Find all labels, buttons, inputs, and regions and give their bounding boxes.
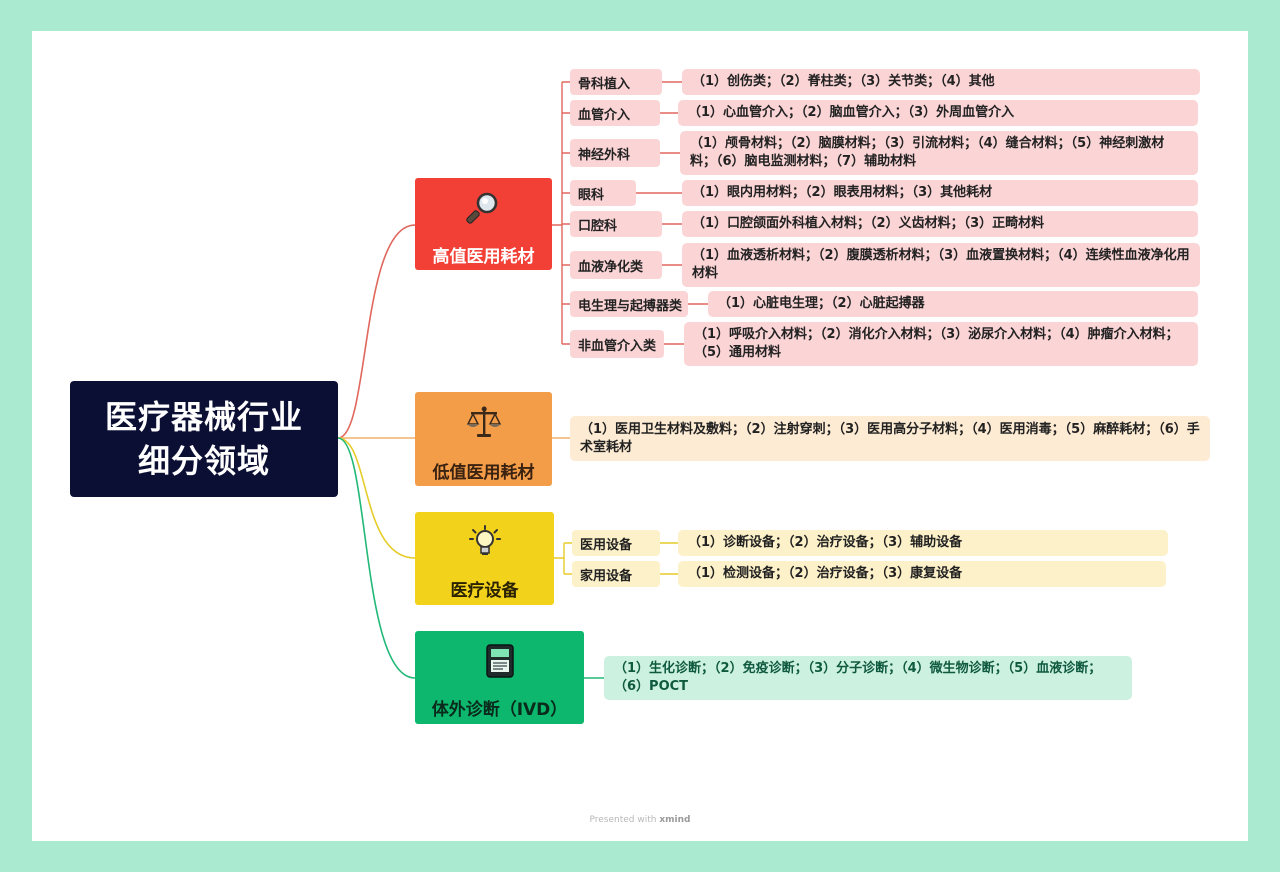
leaf-text: （1）诊断设备；（2）治疗设备；（3）辅助设备 bbox=[688, 535, 963, 550]
sub-orthopedic[interactable]: 骨科植入 bbox=[570, 69, 662, 95]
category-ivd[interactable]: 体外诊断（IVD） bbox=[415, 631, 584, 724]
sub-electrophysiology[interactable]: 电生理与起搏器类 bbox=[570, 291, 688, 317]
leaf-text: （1）心血管介入；（2）脑血管介入；（3）外周血管介入 bbox=[688, 105, 1015, 120]
sub-ophthalmology[interactable]: 眼科 bbox=[570, 180, 636, 206]
leaf-text: （1）生化诊断；（2）免疫诊断；（3）分子诊断；（4）微生物诊断；（5）血液诊断… bbox=[614, 661, 1102, 694]
sub-dental[interactable]: 口腔科 bbox=[570, 211, 662, 237]
sub-label: 家用设备 bbox=[580, 568, 633, 584]
footer-brand: xmind bbox=[659, 815, 691, 825]
leaf-blood-purification: （1）血液透析材料；（2）腹膜透析材料；（3）血液置换材料；（4）连续性血液净化… bbox=[682, 243, 1200, 287]
test-device-icon bbox=[485, 644, 514, 678]
root-node[interactable]: 医疗器械行业细分领域 bbox=[70, 381, 338, 497]
category-high-value[interactable]: 高值医用耗材 bbox=[415, 178, 552, 270]
sub-vascular[interactable]: 血管介入 bbox=[570, 100, 660, 126]
lightbulb-icon bbox=[468, 525, 501, 555]
category-label: 医疗设备 bbox=[450, 581, 519, 601]
leaf-text: （1）血液透析材料；（2）腹膜透析材料；（3）血液置换材料；（4）连续性血液净化… bbox=[692, 248, 1190, 281]
sub-label: 血管介入 bbox=[578, 107, 631, 123]
leaf-text: （1）呼吸介入材料；（2）消化介入材料；（3）泌尿介入材料；（4）肿瘤介入材料；… bbox=[694, 327, 1179, 360]
leaf-text: （1）颅骨材料；（2）脑膜材料；（3）引流材料；（4）缝合材料；（5）神经刺激材… bbox=[690, 136, 1165, 169]
category-low-value[interactable]: 低值医用耗材 bbox=[415, 392, 552, 486]
leaf-ophthalmology: （1）眼内用材料；（2）眼表用材料；（3）其他耗材 bbox=[682, 180, 1198, 206]
magnifier-icon bbox=[465, 192, 497, 224]
leaf-low-value: （1）医用卫生材料及敷料；（2）注射穿刺；（3）医用高分子材料；（4）医用消毒；… bbox=[570, 416, 1210, 461]
sub-label: 电生理与起搏器类 bbox=[578, 298, 683, 314]
leaf-text: （1）眼内用材料；（2）眼表用材料；（3）其他耗材 bbox=[692, 185, 993, 200]
category-label: 高值医用耗材 bbox=[432, 247, 535, 267]
leaf-neurosurgery: （1）颅骨材料；（2）脑膜材料；（3）引流材料；（4）缝合材料；（5）神经刺激材… bbox=[680, 131, 1198, 175]
sub-label: 眼科 bbox=[578, 187, 605, 203]
sub-label: 骨科植入 bbox=[578, 76, 631, 92]
sub-label: 非血管介入类 bbox=[578, 338, 657, 354]
leaf-text: （1）心脏电生理；（2）心脏起搏器 bbox=[718, 296, 925, 311]
footer-credit: Presented with xmind bbox=[0, 815, 1280, 825]
leaf-text: （1）检测设备；（2）治疗设备；（3）康复设备 bbox=[688, 566, 963, 581]
leaf-non-vascular: （1）呼吸介入材料；（2）消化介入材料；（3）泌尿介入材料；（4）肿瘤介入材料；… bbox=[684, 322, 1198, 366]
leaf-text: （1）创伤类；（2）脊柱类；（3）关节类；（4）其他 bbox=[692, 74, 995, 89]
sub-label: 神经外科 bbox=[578, 147, 631, 163]
sub-label: 口腔科 bbox=[578, 218, 618, 234]
category-equipment[interactable]: 医疗设备 bbox=[415, 512, 554, 605]
leaf-orthopedic: （1）创伤类；（2）脊柱类；（3）关节类；（4）其他 bbox=[682, 69, 1200, 95]
leaf-medical-equipment: （1）诊断设备；（2）治疗设备；（3）辅助设备 bbox=[678, 530, 1168, 556]
footer-prefix: Presented with bbox=[589, 815, 657, 825]
leaf-text: （1）医用卫生材料及敷料；（2）注射穿刺；（3）医用高分子材料；（4）医用消毒；… bbox=[580, 421, 1200, 455]
category-label: 体外诊断（IVD） bbox=[431, 700, 568, 720]
scales-icon bbox=[466, 406, 501, 437]
leaf-home-equipment: （1）检测设备；（2）治疗设备；（3）康复设备 bbox=[678, 561, 1166, 587]
root-title: 医疗器械行业细分领域 bbox=[104, 398, 303, 480]
leaf-ivd: （1）生化诊断；（2）免疫诊断；（3）分子诊断；（4）微生物诊断；（5）血液诊断… bbox=[604, 656, 1132, 700]
sub-label: 血液净化类 bbox=[578, 259, 644, 275]
leaf-dental: （1）口腔颌面外科植入材料；（2）义齿材料；（3）正畸材料 bbox=[682, 211, 1198, 237]
sub-label: 医用设备 bbox=[580, 537, 633, 553]
sub-medical-equipment[interactable]: 医用设备 bbox=[572, 530, 660, 556]
sub-home-equipment[interactable]: 家用设备 bbox=[572, 561, 660, 587]
category-label: 低值医用耗材 bbox=[432, 463, 535, 483]
leaf-text: （1）口腔颌面外科植入材料；（2）义齿材料；（3）正畸材料 bbox=[692, 216, 1045, 231]
leaf-vascular: （1）心血管介入；（2）脑血管介入；（3）外周血管介入 bbox=[678, 100, 1198, 126]
sub-neurosurgery[interactable]: 神经外科 bbox=[570, 139, 660, 167]
sub-blood-purification[interactable]: 血液净化类 bbox=[570, 251, 662, 279]
sub-non-vascular[interactable]: 非血管介入类 bbox=[570, 330, 664, 358]
leaf-electrophysiology: （1）心脏电生理；（2）心脏起搏器 bbox=[708, 291, 1198, 317]
